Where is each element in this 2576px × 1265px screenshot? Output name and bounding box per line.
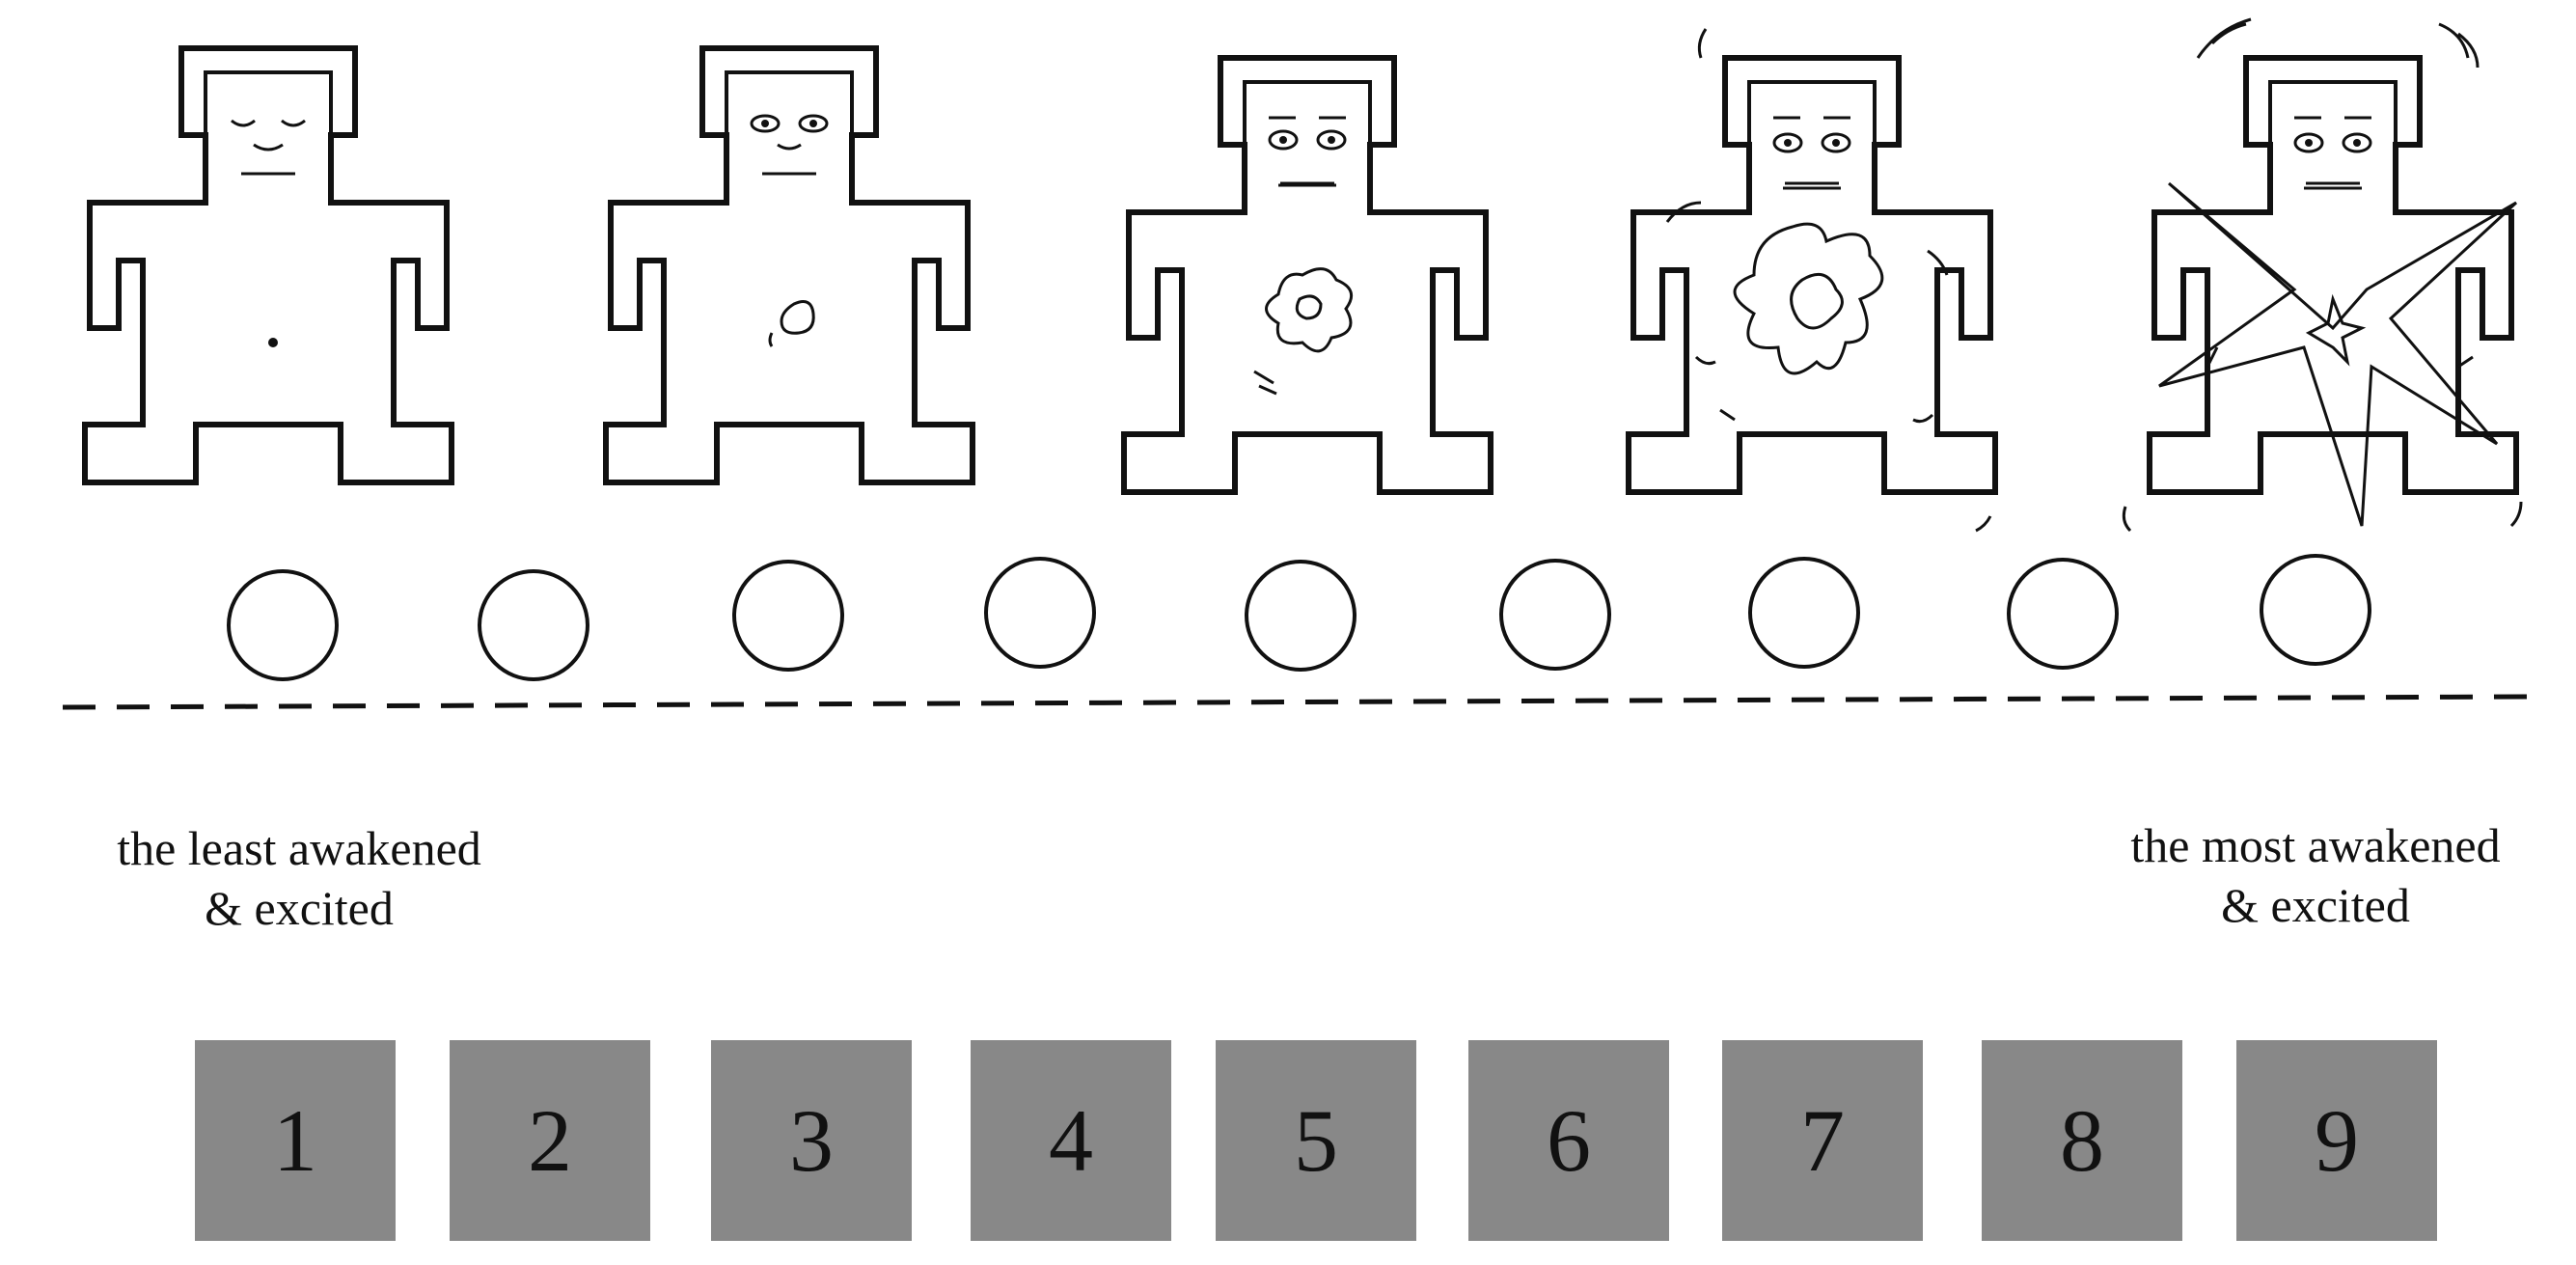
rating-radio-3[interactable]	[732, 560, 844, 672]
rating-button-8[interactable]: 8	[1982, 1040, 2182, 1241]
rating-button-7[interactable]: 7	[1722, 1040, 1923, 1241]
least-arousal-anchor-label: the least awakened & excited	[58, 818, 540, 938]
dashed-divider	[62, 694, 2534, 710]
most-arousal-line-1: the most awakened	[2130, 818, 2501, 872]
rating-radio-6[interactable]	[1499, 559, 1611, 671]
manikin-figure-4	[1629, 28, 1995, 533]
manikin-figure-5	[2122, 17, 2523, 533]
rating-button-6[interactable]: 6	[1468, 1040, 1669, 1241]
rating-radio-5[interactable]	[1245, 560, 1357, 672]
rating-radio-7[interactable]	[1748, 557, 1860, 669]
rating-radio-1[interactable]	[227, 569, 339, 681]
least-arousal-line-1: the least awakened	[117, 821, 481, 875]
rating-button-3[interactable]: 3	[711, 1040, 912, 1241]
rating-button-4[interactable]: 4	[971, 1040, 1171, 1241]
rating-button-5[interactable]: 5	[1216, 1040, 1416, 1241]
manikin-figure-3	[1124, 58, 1491, 492]
manikin-figure-1	[85, 48, 452, 482]
most-arousal-anchor-label: the most awakened & excited	[2074, 815, 2557, 935]
rating-button-9[interactable]: 9	[2236, 1040, 2437, 1241]
rating-button-1[interactable]: 1	[195, 1040, 396, 1241]
most-arousal-line-2: & excited	[2221, 878, 2410, 932]
least-arousal-line-2: & excited	[205, 881, 394, 935]
rating-radio-2[interactable]	[478, 569, 589, 681]
rating-radio-8[interactable]	[2007, 558, 2119, 670]
rating-radio-row	[227, 554, 2371, 681]
rating-button-2[interactable]: 2	[450, 1040, 650, 1241]
rating-radio-4[interactable]	[984, 557, 1096, 669]
rating-radio-9[interactable]	[2260, 554, 2371, 666]
manikin-figure-2	[606, 48, 973, 482]
